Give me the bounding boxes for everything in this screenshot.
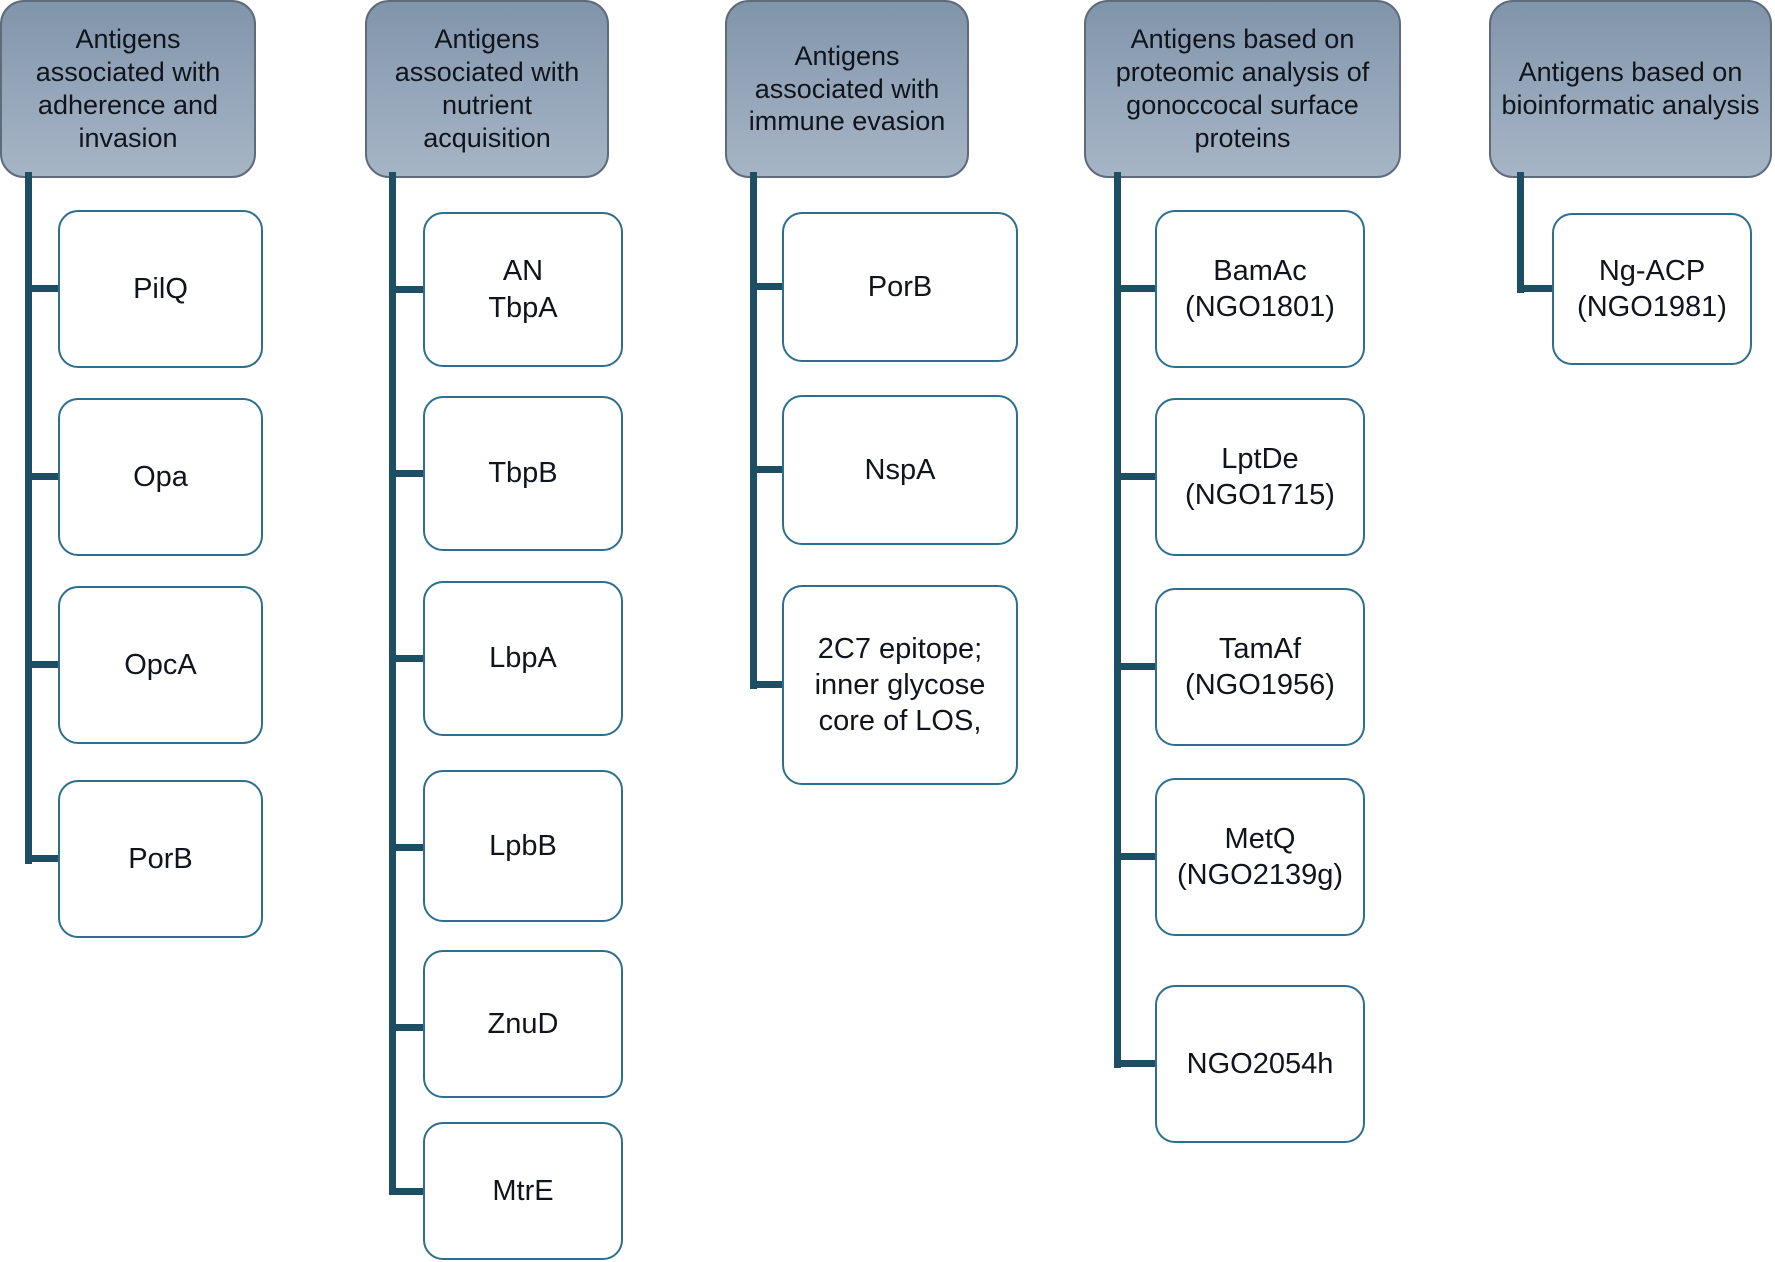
connector-stub	[389, 470, 423, 477]
antigen-box-lbpa: LbpA	[423, 581, 623, 736]
antigen-box-porb-adherence: PorB	[58, 780, 263, 938]
connector-stub	[389, 1188, 423, 1195]
antigen-box-nspa: NspA	[782, 395, 1018, 545]
antigen-label: AN TbpA	[488, 255, 558, 324]
antigen-box-lpbb: LpbB	[423, 770, 623, 922]
category-header-bioinformatic-analysis: Antigens based on bioinformatic analysis	[1489, 0, 1772, 178]
antigen-label: TamAf (NGO1956)	[1185, 632, 1335, 701]
antigen-label: NspA	[864, 453, 936, 486]
connector-stub	[25, 661, 58, 668]
antigen-box-tamaf: TamAf (NGO1956)	[1155, 588, 1365, 746]
connector-trunk-col1	[25, 172, 32, 864]
connector-trunk-col4	[1114, 172, 1121, 1068]
category-header-adherence-invasion: Antigens associated with adherence and i…	[0, 0, 256, 178]
connector-stub	[25, 473, 58, 480]
antigen-label: LbpA	[489, 642, 557, 675]
connector-stub	[389, 655, 423, 662]
antigen-box-znud: ZnuD	[423, 950, 623, 1098]
antigen-label: PorB	[128, 842, 193, 875]
antigen-box-pilq: PilQ	[58, 210, 263, 368]
antigen-label: Ng-ACP (NGO1981)	[1577, 254, 1727, 323]
antigen-label: TbpB	[488, 457, 558, 490]
category-header-proteomic-analysis: Antigens based on proteomic analysis of …	[1084, 0, 1401, 178]
antigen-box-ngo2054: NGO2054h	[1155, 985, 1365, 1143]
connector-trunk-col3	[750, 172, 757, 689]
antigen-label: LpbB	[489, 829, 557, 862]
antigen-box-metq: MetQ (NGO2139g)	[1155, 778, 1365, 936]
connector-stub	[1114, 663, 1155, 670]
antigen-box-lptde: LptDe (NGO1715)	[1155, 398, 1365, 556]
antigen-label: NGO2054h	[1186, 1047, 1334, 1080]
antigen-box-mtre: MtrE	[423, 1122, 623, 1260]
connector-stub	[389, 844, 423, 851]
connector-stub	[750, 466, 782, 473]
antigen-box-opa: Opa	[58, 398, 263, 556]
connector-stub	[389, 1024, 423, 1031]
connector-stub	[1114, 853, 1155, 860]
connector-stub	[1114, 285, 1155, 292]
connector-trunk-col2	[389, 172, 396, 1195]
antigen-label: MtrE	[492, 1174, 554, 1207]
category-header-immune-evasion: Antigens associated with immune evasion	[725, 0, 969, 178]
antigen-label: PilQ	[133, 272, 188, 305]
connector-stub	[25, 285, 58, 292]
antigen-box-2c7-epitope: 2C7 epitope; inner glycose core of LOS,	[782, 585, 1018, 785]
connector-stub	[25, 855, 58, 862]
antigen-label: LptDe (NGO1715)	[1185, 442, 1335, 511]
antigen-box-tbpb: TbpB	[423, 396, 623, 551]
antigen-label: MetQ (NGO2139g)	[1176, 822, 1343, 891]
antigen-box-porb-immune: PorB	[782, 212, 1018, 362]
antigen-label: OpcA	[124, 648, 197, 681]
connector-stub	[389, 286, 423, 293]
antigen-box-bamac: BamAc (NGO1801)	[1155, 210, 1365, 368]
category-header-nutrient-acquisition: Antigens associated with nutrient acquis…	[365, 0, 609, 178]
antigen-box-an-tbpa: AN TbpA	[423, 212, 623, 367]
connector-stub	[1114, 473, 1155, 480]
connector-trunk-col5	[1517, 172, 1524, 293]
antigen-label: Opa	[133, 460, 188, 493]
antigen-label: ZnuD	[487, 1007, 559, 1040]
connector-stub	[750, 681, 782, 688]
connector-stub	[750, 283, 782, 290]
antigen-box-ng-acp: Ng-ACP (NGO1981)	[1552, 213, 1752, 365]
antigen-label: BamAc (NGO1801)	[1185, 254, 1335, 323]
antigen-label: PorB	[867, 270, 933, 303]
antigen-box-opca: OpcA	[58, 586, 263, 744]
antigen-label: 2C7 epitope; inner glycose core of LOS,	[814, 632, 986, 738]
connector-stub	[1114, 1060, 1155, 1067]
connector-stub	[1517, 285, 1552, 292]
